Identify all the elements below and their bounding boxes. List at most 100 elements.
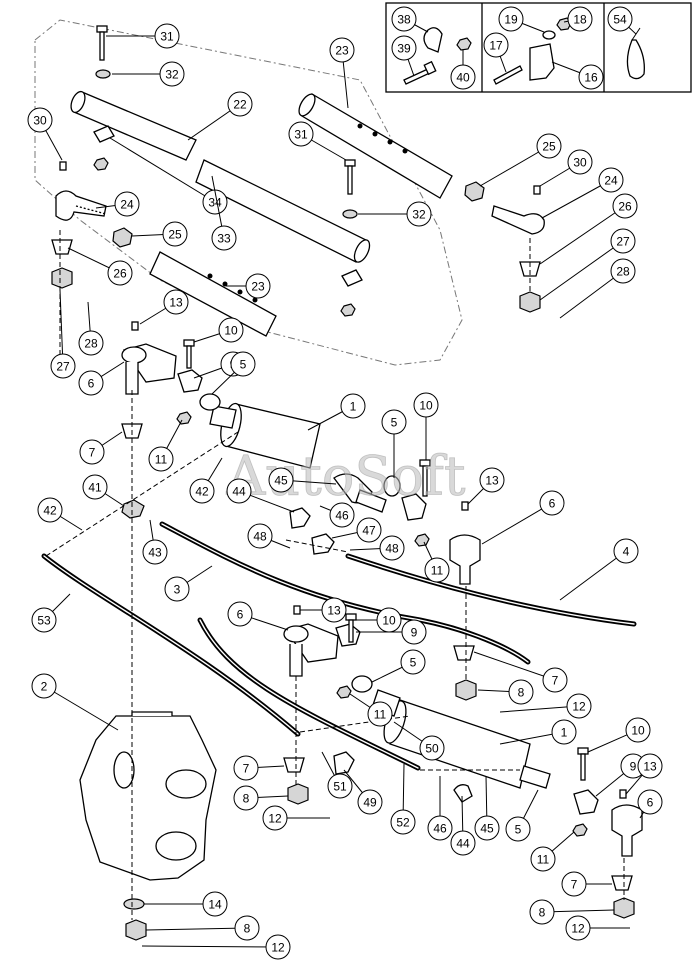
callout-6: 6 [637, 789, 663, 819]
callout-7: 7 [561, 871, 612, 897]
ball-joint-6-left [121, 343, 177, 395]
callout-6: 6 [78, 361, 125, 396]
callout-12: 12 [262, 805, 330, 831]
callout-12: 12 [499, 693, 592, 719]
callout-label: 18 [573, 13, 587, 27]
washer-32-right [342, 209, 358, 219]
callout-18: 18 [563, 6, 593, 32]
tie-rod-tube-23-lower [149, 251, 277, 337]
callout-label: 50 [425, 742, 439, 756]
callout-24: 24 [541, 167, 624, 219]
callout-13: 13 [625, 753, 663, 795]
callout-label: 32 [165, 68, 179, 82]
callout-22: 22 [187, 91, 253, 141]
callout-label: 28 [84, 337, 98, 351]
callout-27: 27 [539, 228, 636, 301]
callout-label: 31 [294, 128, 308, 142]
callout-7: 7 [233, 755, 285, 781]
callout-label: 39 [397, 42, 411, 56]
castle-nut-8-lower [287, 783, 309, 805]
castle-nut-27-left [51, 267, 73, 289]
callout-label: 13 [643, 760, 657, 774]
callout-label: 51 [333, 780, 347, 794]
callout-16: 16 [551, 61, 604, 90]
callout-48: 48 [247, 523, 291, 549]
callout-40: 40 [450, 50, 476, 90]
callout-32: 32 [112, 61, 185, 87]
grease-fitting-13-upper [131, 321, 139, 331]
seal-7-mid [453, 645, 475, 661]
bolt-10-lower [345, 613, 357, 643]
castle-nut-8-mid [455, 679, 477, 701]
clamp-9-upper [177, 369, 203, 393]
callout-8: 8 [529, 899, 615, 925]
callout-label: 1 [350, 400, 357, 414]
nut-11-mid [414, 533, 430, 547]
castle-nut-8-bottom [125, 919, 147, 941]
callout-label: 27 [56, 360, 70, 374]
hose-route-42 [45, 431, 239, 557]
callout-label: 5 [515, 823, 522, 837]
callout-2: 2 [31, 673, 119, 731]
callout-1: 1 [499, 719, 577, 745]
callout-label: 23 [335, 44, 349, 58]
callout-11: 11 [148, 419, 183, 472]
fitting-47 [311, 533, 335, 555]
callout-24: 24 [95, 191, 140, 217]
callout-13: 13 [300, 597, 347, 623]
hydraulic-hose-52 [197, 617, 421, 771]
callout-41: 41 [82, 474, 125, 507]
callout-label: 32 [412, 208, 426, 222]
callout-label: 11 [537, 853, 550, 867]
callout-label: 12 [268, 812, 282, 826]
callout-label: 30 [573, 156, 587, 170]
callout-10: 10 [354, 607, 402, 633]
callout-5: 5 [211, 351, 256, 395]
ball-joint-6-right-lower [611, 804, 643, 857]
callout-32: 32 [358, 201, 432, 227]
callout-label: 44 [232, 485, 246, 499]
callout-label: 24 [120, 198, 134, 212]
nut-11-lower [336, 685, 352, 699]
callout-label: 8 [539, 906, 546, 920]
callout-label: 31 [160, 30, 174, 44]
callout-label: 6 [549, 497, 556, 511]
callout-label: 27 [616, 235, 630, 249]
callout-label: 47 [362, 524, 376, 538]
callout-label: 49 [363, 796, 377, 810]
callout-label: 46 [335, 509, 349, 523]
grease-fitting-13-right [619, 789, 627, 799]
callout-label: 26 [113, 267, 127, 281]
grease-fitting-13-mid [461, 501, 469, 511]
callout-label: 23 [251, 280, 265, 294]
tie-rod-end-24-right [491, 205, 545, 235]
callout-label: 19 [504, 13, 518, 27]
callout-26: 26 [539, 193, 638, 265]
callout-17: 17 [483, 32, 509, 73]
callout-30: 30 [27, 107, 63, 161]
callout-26: 26 [67, 247, 133, 286]
callout-label: 26 [618, 200, 632, 214]
callout-label: 9 [411, 626, 418, 640]
callout-label: 43 [148, 546, 162, 560]
nut-25-left [112, 227, 133, 248]
callout-label: 46 [433, 822, 447, 836]
hydraulic-hose-4 [345, 553, 637, 627]
callout-label: 45 [274, 474, 288, 488]
washer-14 [123, 898, 145, 910]
callout-label: 7 [243, 762, 250, 776]
callout-label: 11 [155, 453, 168, 467]
callout-5: 5 [371, 649, 426, 683]
callout-5: 5 [381, 409, 407, 478]
callout-label: 3 [174, 583, 181, 597]
callout-10: 10 [587, 717, 651, 753]
callout-label: 42 [43, 504, 57, 518]
callout-label: 52 [396, 816, 410, 830]
callout-46: 46 [427, 776, 453, 841]
callout-label: 33 [217, 232, 231, 246]
callout-39: 39 [391, 35, 417, 77]
callout-label: 8 [244, 922, 251, 936]
elbow-44-47 [289, 507, 311, 529]
